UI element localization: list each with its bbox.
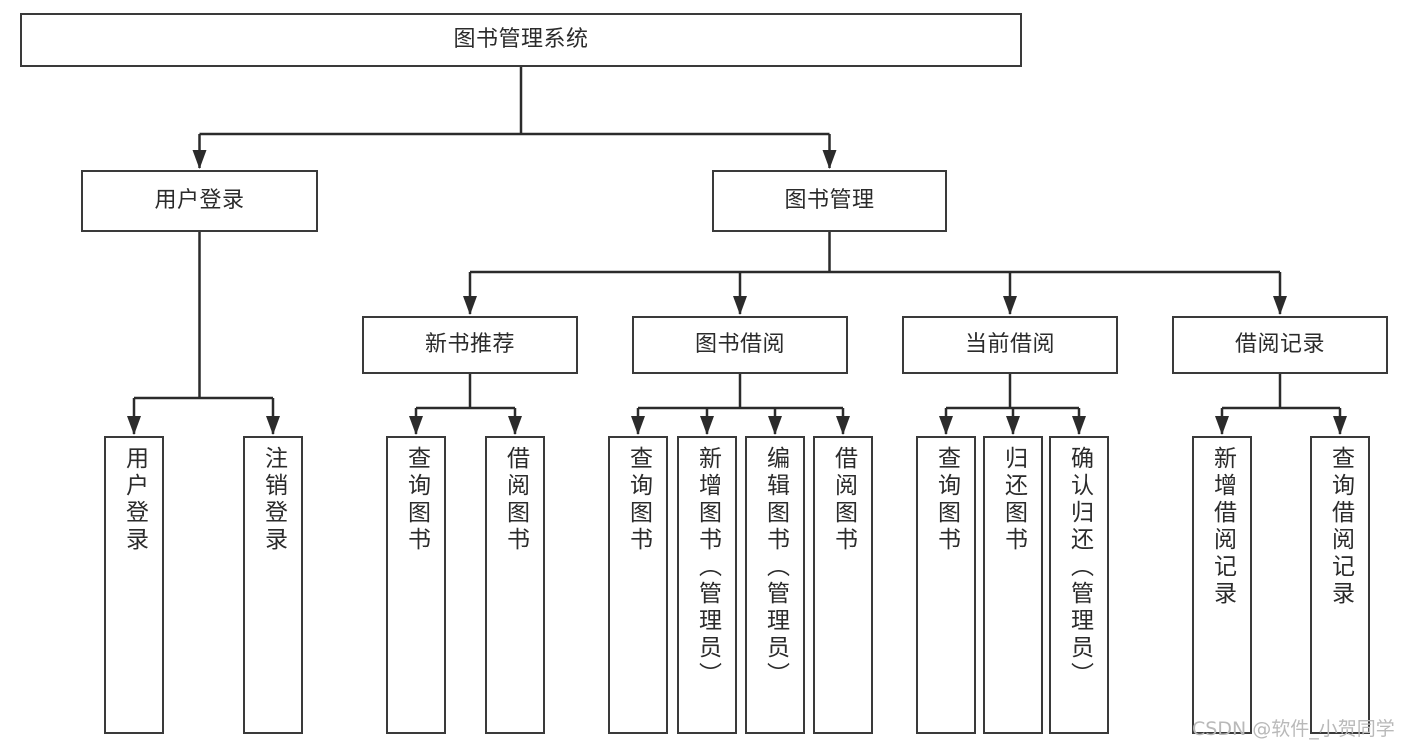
node-leaf-1[interactable]: 注销登录	[243, 436, 303, 734]
node-leaf-5[interactable]: 新增图书（管理员）	[677, 436, 737, 734]
node-leaf-6[interactable]: 编辑图书（管理员）	[745, 436, 805, 734]
node-label: 编辑图书（管理员）	[762, 446, 789, 689]
node-leaf-0[interactable]: 用户登录	[104, 436, 164, 734]
node-label: 查询图书	[933, 446, 960, 554]
node-leaf-12[interactable]: 查询借阅记录	[1310, 436, 1370, 734]
node-label: 注销登录	[260, 446, 287, 554]
node-leaf-2[interactable]: 查询图书	[386, 436, 446, 734]
node-label: 借阅图书	[502, 446, 529, 554]
node-l2-0[interactable]: 用户登录	[81, 170, 318, 232]
node-l3-3[interactable]: 借阅记录	[1172, 316, 1388, 374]
node-label: 新书推荐	[424, 332, 515, 358]
node-label: 新增借阅记录	[1209, 446, 1236, 608]
node-l3-2[interactable]: 当前借阅	[902, 316, 1118, 374]
node-label: 新增图书（管理员）	[694, 446, 721, 689]
node-label: 图书借阅	[694, 332, 785, 358]
node-label: 用户登录	[154, 188, 245, 214]
node-leaf-9[interactable]: 归还图书	[983, 436, 1043, 734]
node-label: 查询图书	[625, 446, 652, 554]
node-label: 借阅记录	[1234, 332, 1325, 358]
node-label: 确认归还（管理员）	[1066, 446, 1093, 689]
node-l3-0[interactable]: 新书推荐	[362, 316, 578, 374]
node-label: 查询借阅记录	[1327, 446, 1354, 608]
node-root[interactable]: 图书管理系统	[20, 13, 1022, 67]
node-leaf-10[interactable]: 确认归还（管理员）	[1049, 436, 1109, 734]
node-leaf-11[interactable]: 新增借阅记录	[1192, 436, 1252, 734]
node-label: 归还图书	[1000, 446, 1027, 554]
node-label: 当前借阅	[964, 332, 1055, 358]
node-label: 图书管理系统	[453, 27, 589, 53]
node-l2-1[interactable]: 图书管理	[712, 170, 947, 232]
node-leaf-4[interactable]: 查询图书	[608, 436, 668, 734]
node-label: 借阅图书	[830, 446, 857, 554]
node-label: 用户登录	[121, 446, 148, 554]
node-label: 图书管理	[784, 188, 875, 214]
node-leaf-3[interactable]: 借阅图书	[485, 436, 545, 734]
node-leaf-7[interactable]: 借阅图书	[813, 436, 873, 734]
node-l3-1[interactable]: 图书借阅	[632, 316, 848, 374]
node-leaf-8[interactable]: 查询图书	[916, 436, 976, 734]
csdn-watermark: CSDN @软件_小贺同学	[1192, 718, 1395, 740]
node-label: 查询图书	[403, 446, 430, 554]
